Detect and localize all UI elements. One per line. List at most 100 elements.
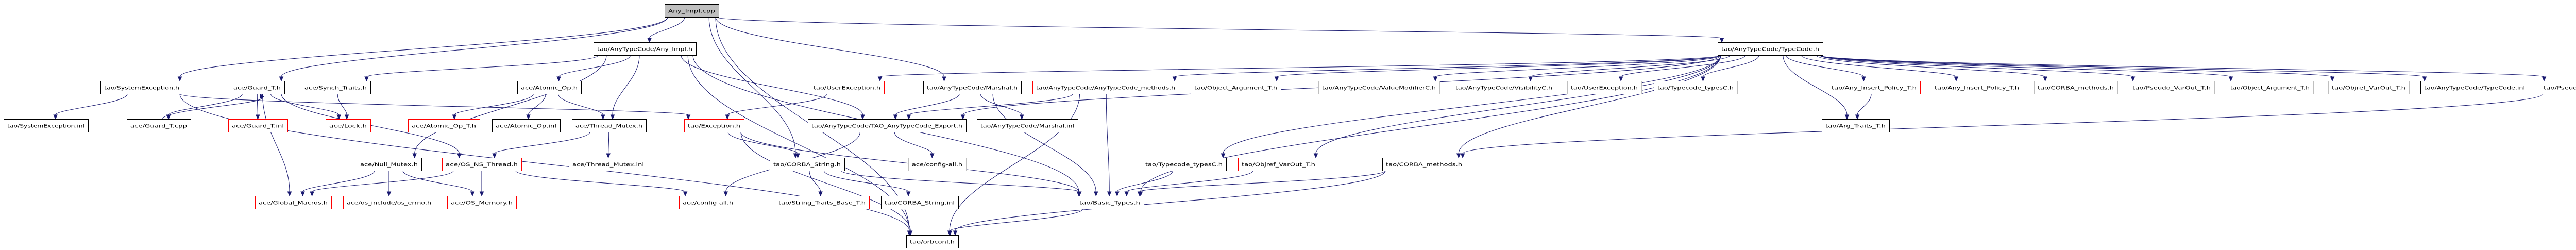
node-tao-arg-traits-t-h[interactable]: tao/Arg_Traits_T.h [1822,119,1890,132]
node-tao-string-traits-base-t-h-truncated[interactable]: tao/String_Traits_Base_T.h [775,196,870,209]
node-tao-orbconf-h[interactable]: tao/orbconf.h [906,235,959,248]
node-tao-object-argument-t-h-truncated[interactable]: tao/Object_Argument_T.h [1191,81,1281,94]
node-tao-exception-h-truncated[interactable]: tao/Exception.h [684,119,744,132]
arrowhead-icon [647,38,652,43]
node-tao-systemexception-h[interactable]: tao/SystemException.h [100,81,183,94]
node-ace-guard-t-cpp[interactable]: ace/Guard_T.cpp [127,119,191,132]
node-tao-corba-string-h[interactable]: tao/CORBA_String.h [770,158,845,171]
node-tao-anytypecode-typecode-h[interactable]: tao/AnyTypeCode/TypeCode.h [1718,42,1823,56]
edge-line [715,16,945,77]
edge-null-mutex-h-to-global-macros-h [300,170,375,197]
edge-typecode-h-to-pseudo-varout-red [1819,55,2547,82]
node-ace-synch-traits-h[interactable]: ace/Synch_Traits.h [301,81,371,94]
arrowhead-icon [2130,76,2136,82]
edge-line [1620,55,1746,77]
node-box [255,196,332,209]
edge-typecode-h-to-userexc-h-grey [1618,55,1746,82]
node-tao-anytypecode-valuemodifierc-h-external[interactable]: tao/AnyTypeCode/ValueModifierC.h [1318,81,1440,94]
node-ace-thread-mutex-inl[interactable]: ace/Thread_Mutex.inl [569,158,648,171]
node-box [923,81,1022,94]
edge-corba-string-h-to-string-traits-h [809,170,823,197]
node-tao-anytypecode-marshal-h[interactable]: tao/AnyTypeCode/Marshal.h [923,81,1022,94]
node-box [569,158,648,171]
arrowhead-icon [1618,76,1623,82]
node-ace-atomic-op-inl[interactable]: ace/Atomic_Op.inl [492,119,561,132]
arrowhead-icon [53,114,58,120]
node-tao-anytypecode-marshal-inl[interactable]: tao/AnyTypeCode/Marshal.inl [977,119,1078,132]
node-ace-config-all-h-truncated[interactable]: ace/config-all.h [679,196,737,209]
node-label: tao/Object_Argument_T.h [1194,86,1277,91]
node-ace-atomic-op-h[interactable]: ace/Atomic_Op.h [517,81,582,94]
node-ace-null-mutex-h[interactable]: ace/Null_Mutex.h [357,158,422,171]
node-box [1318,81,1440,94]
edge-line [980,93,1022,115]
arrowhead-icon [960,114,965,120]
node-box [357,158,422,171]
node-tao-anytypecode-anytypecode-methods-h-truncated[interactable]: tao/AnyTypeCode/AnyTypeCode_methods.h [1032,81,1179,94]
node-ace-os-include-os-errno-h-truncated[interactable]: ace/os_include/os_errno.h [343,196,435,209]
node-box [127,119,191,132]
edge-os-ns-thread-h-to-config-all-red [515,170,688,197]
node-tao-typecode-typesc-h[interactable]: tao/Typecode_typesC.h [1142,158,1227,171]
node-tao-any-insert-policy-t-h-external[interactable]: tao/Any_Insert_Policy_T.h [1931,81,2023,94]
edge-os-ns-thread-h-to-global-macros-h [310,170,454,197]
node-tao-object-argument-t-h-external[interactable]: tao/Object_Argument_T.h [2227,81,2314,94]
node-tao-systemexception-inl[interactable]: tao/SystemException.inl [4,119,89,132]
node-ace-global-macros-h-truncated[interactable]: ace/Global_Macros.h [255,196,332,209]
arrowhead-icon [795,153,800,159]
node-ace-guard-t-h[interactable]: ace/Guard_T.h [230,81,285,94]
node-box [1238,158,1319,171]
node-tao-pseudo-varout-t-h-external[interactable]: tao/Pseudo_VarOut_T.h [2129,81,2215,94]
node-label: tao/Any_Insert_Policy_T.h [1832,86,1917,91]
edge-line [528,93,546,115]
node-any-impl-cpp[interactable]: Any_Impl.cpp [665,4,719,18]
node-ace-atomic-op-t-h-truncated[interactable]: ace/Atomic_Op_T.h [408,119,480,132]
node-tao-objref-varout-t-h-truncated[interactable]: tao/Objref_VarOut_T.h [1238,158,1319,171]
edge-line [1819,55,2333,77]
node-tao-corba-methods-h[interactable]: tao/CORBA_methods.h [1382,158,1466,171]
node-ace-guard-t-inl-truncated[interactable]: ace/Guard_T.inl [228,119,288,132]
edge-line [715,16,1722,39]
arrowhead-icon [1719,38,1724,43]
edge-line [992,93,1096,192]
node-tao-userexception-h-external[interactable]: tao/UserException.h [1567,81,1642,94]
node-tao-objref-varout-t-h-external[interactable]: tao/Objref_VarOut_T.h [2328,81,2410,94]
node-tao-anytypecode-typecode-inl[interactable]: tao/AnyTypeCode/TypeCode.inl [2420,81,2529,94]
edge-line [1315,55,1721,154]
edge-any-impl-h-to-synch-traits-h [364,55,599,82]
arrowhead-icon [947,230,953,236]
node-box [2129,81,2215,94]
node-tao-any-insert-policy-t-h-truncated[interactable]: tao/Any_Insert_Policy_T.h [1828,81,1921,94]
arrowhead-icon [344,114,349,120]
node-ace-os-ns-thread-h-truncated[interactable]: ace/OS_NS_Thread.h [442,158,522,171]
node-tao-pseudo-varout-t-h-truncated[interactable]: tao/Pseudo_VarOut_T.h [2540,81,2576,94]
node-box [679,196,737,209]
node-label: tao/UserException.h [1571,86,1638,91]
node-tao-basic-types-h[interactable]: tao/Basic_Types.h [1076,196,1144,209]
node-ace-config-all-h-external[interactable]: ace/config-all.h [908,158,967,171]
node-box [572,119,647,132]
node-tao-anytypecode-visibilityc-h-external[interactable]: tao/AnyTypeCode/VisibilityC.h [1452,81,1556,94]
node-label: ace/Lock.h [329,124,367,129]
node-ace-thread-mutex-h[interactable]: ace/Thread_Mutex.h [572,119,647,132]
arrowhead-icon [1844,114,1850,120]
node-tao-anytypecode-tao-anytypecode-export-h[interactable]: tao/AnyTypeCode/TAO_AnyTypeCode_Export.h [808,119,967,132]
node-tao-userexception-h-truncated[interactable]: tao/UserException.h [810,81,885,94]
edge-line [727,93,827,115]
edge-line [1458,55,1721,154]
node-ace-lock-h-truncated[interactable]: ace/Lock.h [326,119,371,132]
node-ace-os-memory-h-truncated[interactable]: ace/OS_Memory.h [447,196,517,209]
edge-line [950,208,1083,231]
node-tao-corba-string-inl[interactable]: tao/CORBA_String.inl [881,196,959,209]
edge-line [454,93,534,115]
node-box [326,119,371,132]
edge-line [262,93,290,192]
edge-root-to-marshal-h [715,16,946,82]
node-tao-anytypecode-any-impl-h[interactable]: tao/AnyTypeCode/Any_Impl.h [594,42,697,56]
node-label: tao/Any_Insert_Policy_T.h [1935,86,2019,91]
node-tao-corba-methods-h-external[interactable]: tao/CORBA_methods.h [2034,81,2118,94]
edge-line [1703,55,1759,77]
node-box [881,196,959,209]
node-label: ace/Guard_T.h [233,86,281,91]
node-tao-typecode-typesc-h-external[interactable]: tao/Typecode_typesC.h [1654,81,1738,94]
